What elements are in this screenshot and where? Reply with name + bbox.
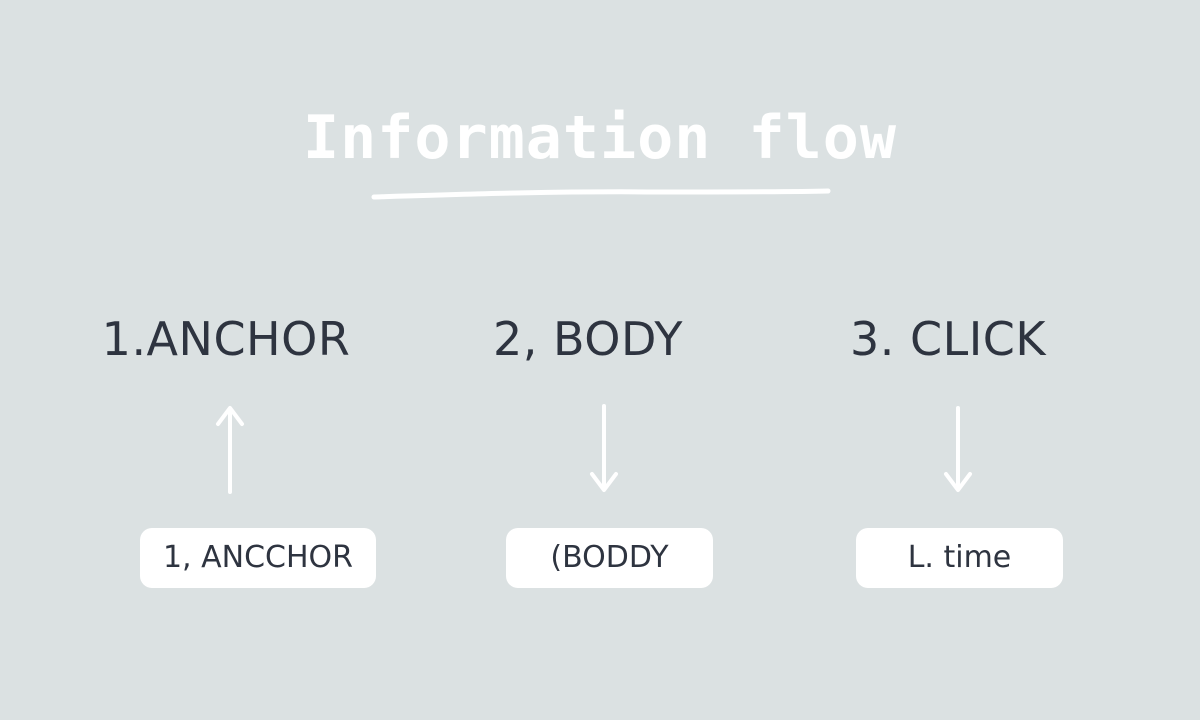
arrow-down-icon xyxy=(944,406,972,492)
step-2-label: 2, BODY xyxy=(493,312,683,366)
step-1-label: 1.ANCHOR xyxy=(101,312,351,366)
step-2-box: (BODDY xyxy=(506,528,713,588)
title-underline xyxy=(371,188,831,200)
step-1-box: 1, ANCCHOR xyxy=(140,528,376,588)
diagram-title: Information flow xyxy=(303,103,897,173)
arrow-up-icon xyxy=(216,406,244,494)
step-3-label: 3. CLICK xyxy=(849,312,1047,366)
step-3-box: L. time xyxy=(856,528,1063,588)
arrow-down-icon xyxy=(590,404,618,492)
